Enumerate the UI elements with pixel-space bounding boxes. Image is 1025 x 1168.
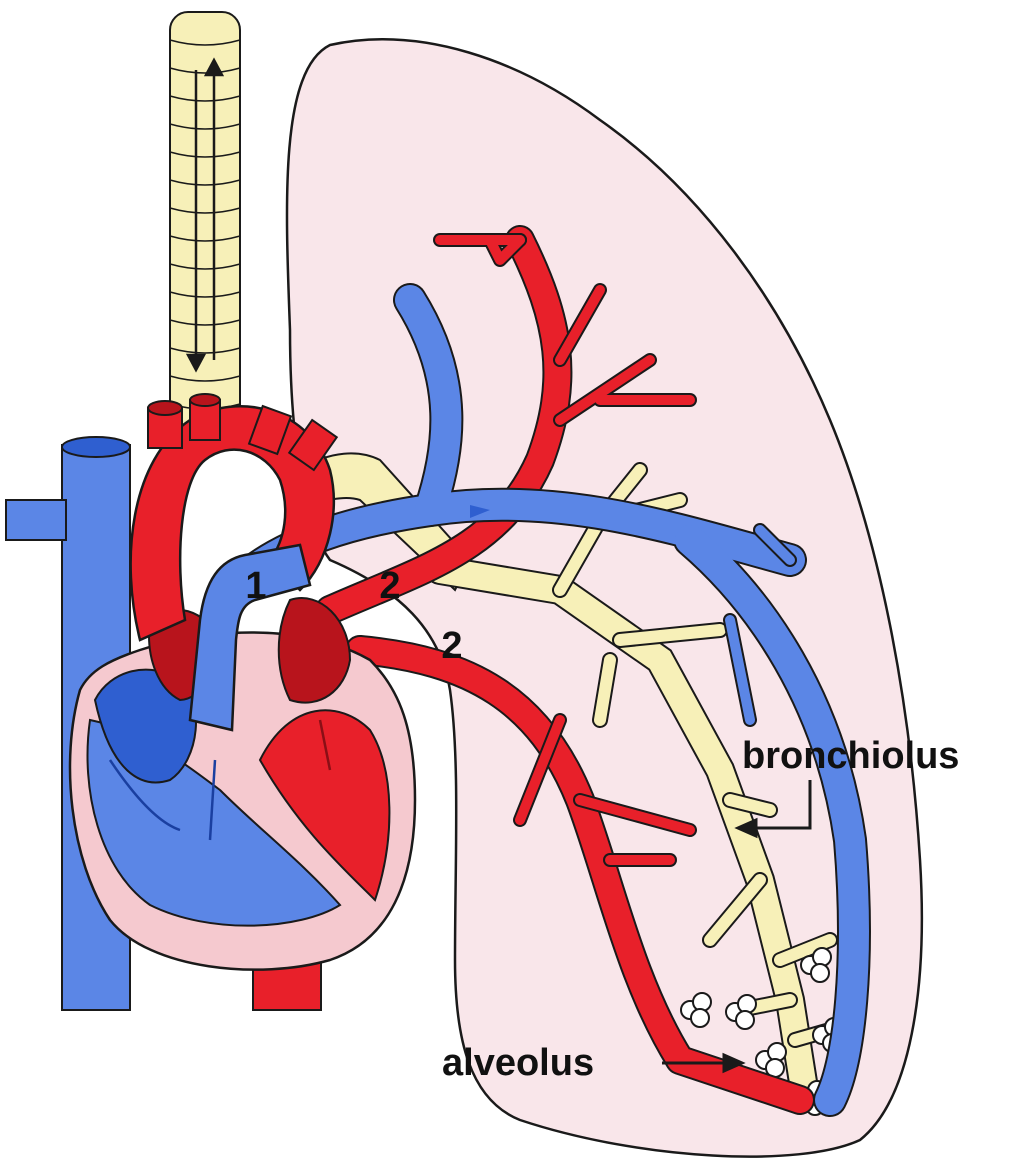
trachea: [170, 12, 240, 442]
label-marker-2b: 2: [441, 625, 462, 667]
label-marker-1: 1: [245, 565, 266, 607]
label-marker-2a: 2: [379, 565, 400, 607]
label-alveolus: alveolus: [442, 1042, 594, 1084]
label-bronchiolus: bronchiolus: [742, 735, 959, 777]
